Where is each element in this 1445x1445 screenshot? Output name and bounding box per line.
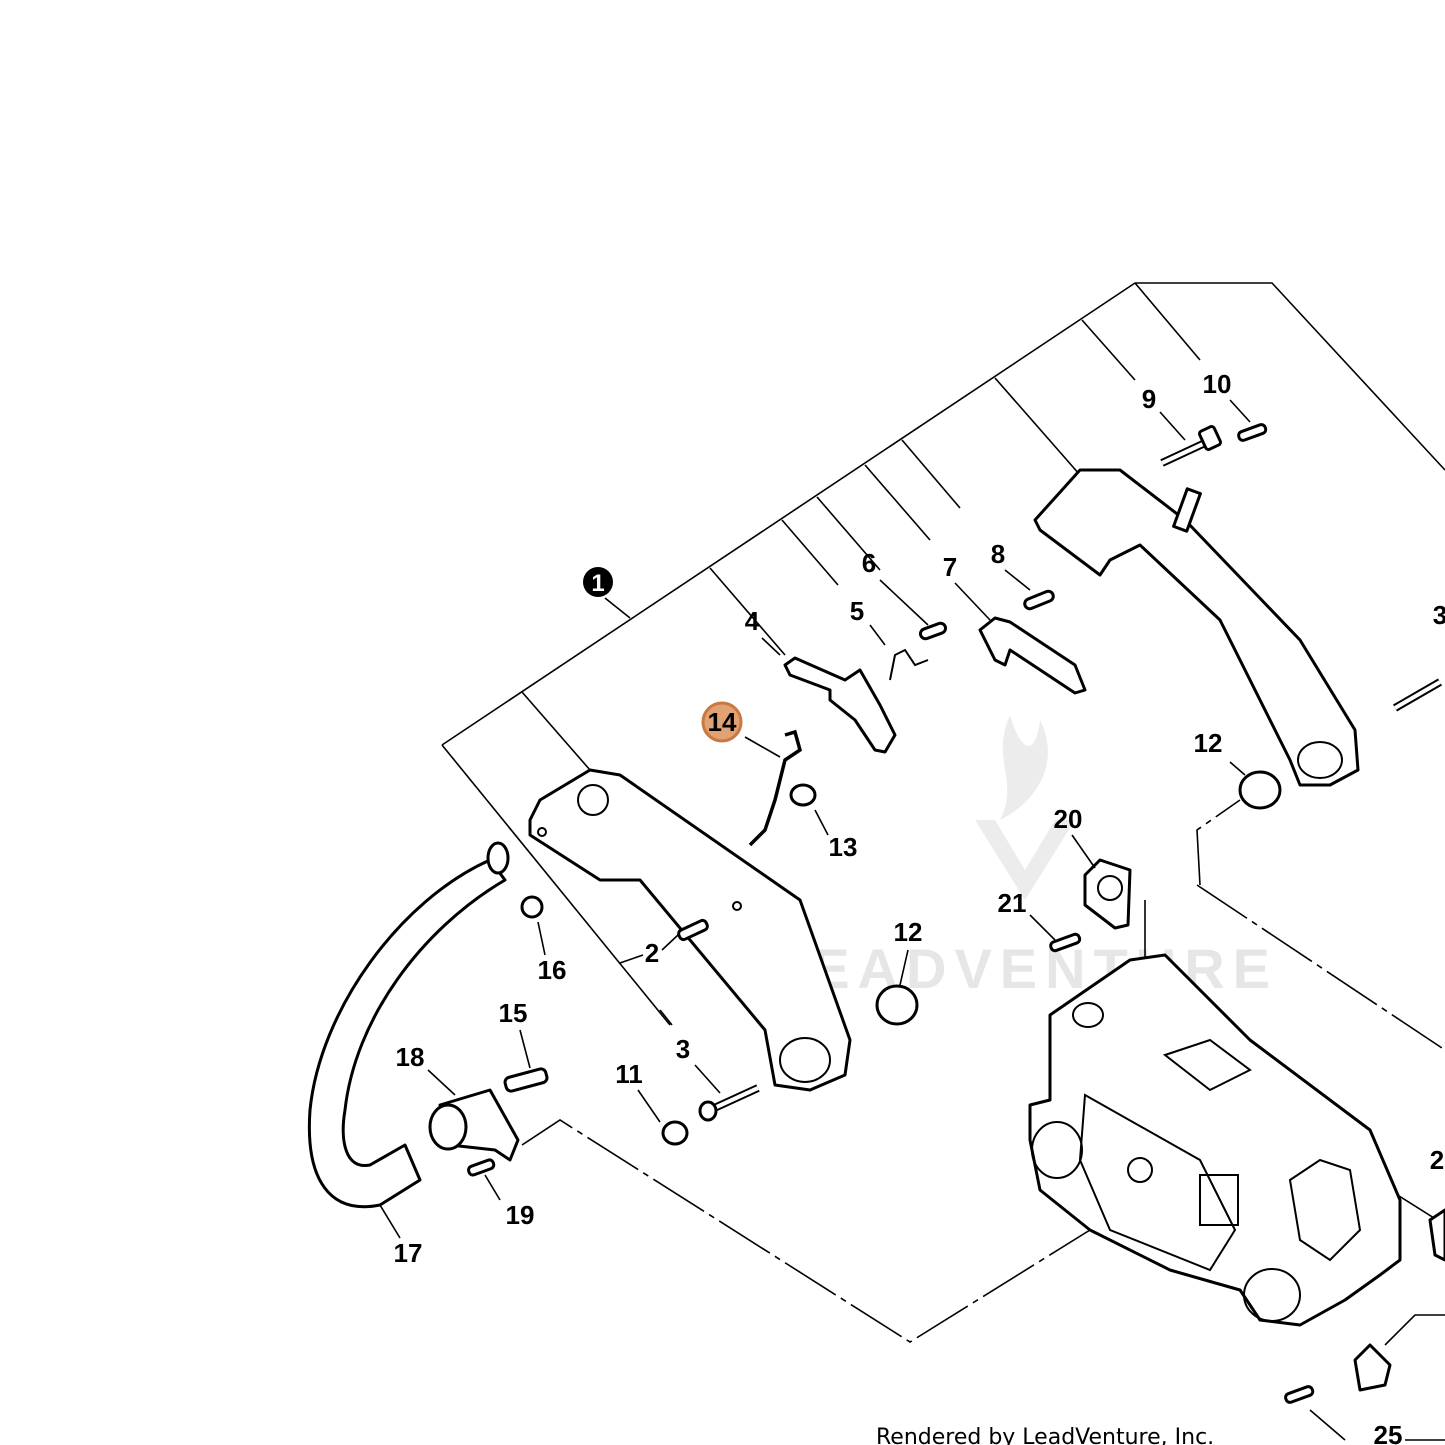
callout-8[interactable]: 8 — [991, 539, 1005, 569]
callout-5[interactable]: 5 — [850, 596, 864, 626]
callout-14[interactable]: 14 — [708, 707, 737, 737]
callout-14-highlight[interactable] — [701, 701, 743, 743]
rear-handle-right — [1033, 468, 1360, 787]
callout-13[interactable]: 13 — [829, 832, 858, 862]
callout-12-lower[interactable]: 12 — [894, 917, 923, 947]
callout-17[interactable]: 17 — [394, 1238, 423, 1268]
callout-4[interactable]: 4 — [745, 606, 760, 636]
callout-20[interactable]: 20 — [1054, 804, 1083, 834]
callout-12-upper[interactable]: 12 — [1194, 728, 1223, 758]
assembly-lines — [441, 282, 1445, 1441]
small-parts — [428, 423, 1445, 1404]
callout-2[interactable]: 2 — [645, 938, 659, 968]
credit-text: Rendered by LeadVenture, Inc. — [876, 1425, 1214, 1445]
callout-11[interactable]: 11 — [615, 1059, 643, 1089]
callout-19[interactable]: 19 — [506, 1200, 535, 1230]
callout-16[interactable]: 16 — [538, 955, 567, 985]
callout-7[interactable]: 7 — [943, 552, 957, 582]
callout-9[interactable]: 9 — [1142, 384, 1156, 414]
callout-1[interactable]: 1 — [591, 570, 604, 597]
front-handle-bar — [307, 841, 510, 1209]
leader-lines — [379, 399, 1251, 1239]
callout-2-right[interactable]: 2 — [1430, 1145, 1444, 1175]
callout-6[interactable]: 6 — [862, 548, 876, 578]
callout-1-badge[interactable] — [583, 567, 613, 597]
callout-21[interactable]: 21 — [998, 888, 1027, 918]
callouts: 1 14 2 3 3 4 5 6 7 8 9 10 11 12 12 13 15… — [394, 369, 1445, 1445]
callout-15[interactable]: 15 — [499, 998, 528, 1028]
callout-3-right[interactable]: 3 — [1433, 600, 1445, 630]
callout-10[interactable]: 10 — [1203, 369, 1232, 399]
callout-18[interactable]: 18 — [396, 1042, 425, 1072]
callout-25[interactable]: 25 — [1374, 1420, 1403, 1445]
engine-crankcase — [1028, 953, 1402, 1327]
callout-3[interactable]: 3 — [676, 1034, 690, 1064]
